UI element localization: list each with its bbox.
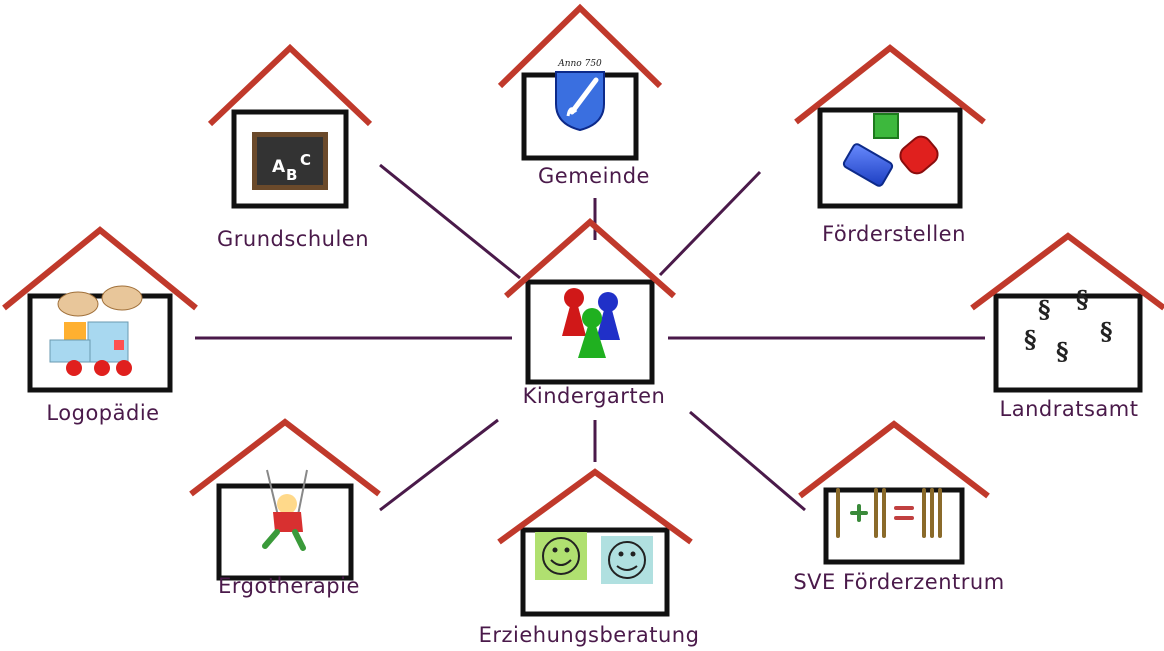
connector-grundschulen [379, 163, 521, 280]
building-blocks-icon [842, 113, 939, 187]
connector-ergotherapie [379, 418, 499, 512]
house-sve [798, 420, 990, 565]
child-on-swing-icon [262, 469, 308, 551]
svg-text:B: B [286, 166, 297, 184]
game-figures-icon [562, 288, 620, 358]
label-gemeinde: Gemeinde [538, 164, 650, 188]
smiley-faces-icon [535, 532, 653, 584]
label-logopaedie: Logopädie [46, 401, 160, 425]
coat-of-arms-icon: Anno 750 [555, 59, 605, 132]
emblem-text: Anno 750 [557, 59, 602, 69]
house-gemeinde: Anno 750 [497, 3, 663, 161]
chalkboard-abc-icon: A B C [252, 132, 328, 190]
house-foerderstellen [794, 44, 986, 209]
paragraph-signs-icon: § § § § § [1024, 285, 1113, 366]
svg-text:§: § [1076, 285, 1089, 314]
house-grundschulen: A B C [207, 43, 373, 209]
house-logopaedie [2, 226, 198, 393]
connector-foerderstellen [658, 170, 762, 277]
svg-text:A: A [272, 157, 286, 177]
house-ergotherapie [189, 418, 381, 581]
svg-text:§: § [1024, 325, 1037, 354]
label-grundschulen: Grundschulen [216, 227, 370, 251]
toy-train-speech-icon [49, 285, 143, 376]
label-landratsamt: Landratsamt [999, 397, 1139, 421]
svg-text:§: § [1100, 317, 1113, 346]
house-erziehungsberatung [497, 468, 693, 617]
label-erziehungsberatung: Erziehungsberatung [478, 623, 700, 647]
label-foerderstellen: Förderstellen [822, 222, 966, 246]
svg-text:§: § [1056, 337, 1069, 366]
house-kindergarten [504, 218, 676, 385]
connector-sve [689, 410, 806, 512]
label-sve: SVE Förderzentrum [793, 570, 1005, 594]
svg-text:§: § [1038, 295, 1051, 324]
label-ergotherapie: Ergotherapie [218, 574, 360, 598]
label-kindergarten: Kindergarten [522, 384, 666, 408]
house-landratsamt: § § § § § [970, 232, 1164, 393]
svg-text:C: C [300, 151, 311, 169]
connector-lines [195, 163, 985, 512]
counting-sticks-icon [836, 488, 942, 538]
